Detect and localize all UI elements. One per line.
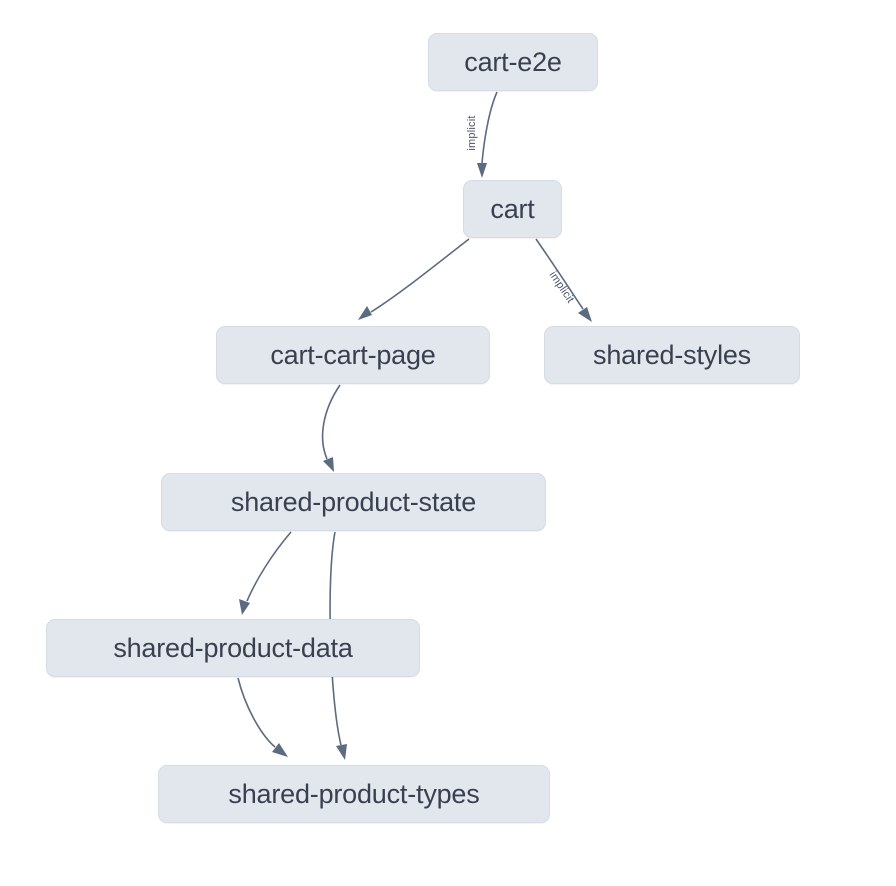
arrowhead-icon (358, 306, 372, 320)
node-cart-cart-page[interactable]: cart-cart-page (216, 326, 490, 384)
arrowhead-icon (336, 744, 347, 760)
edge-cart-cart-page-to-shared-product-state (321, 384, 341, 472)
edge-label-implicit-styles: implicit (547, 269, 577, 305)
node-label: cart-cart-page (270, 339, 436, 370)
arrowhead-icon (477, 163, 487, 178)
node-cart[interactable]: cart (463, 180, 562, 238)
edge-shared-product-data-to-shared-product-types (237, 677, 288, 757)
node-label: shared-product-types (228, 778, 480, 809)
edge-cart-to-cart-cart-page (358, 238, 470, 320)
arrowhead-icon (239, 599, 250, 615)
edge-path (237, 677, 276, 748)
arrowhead-icon (272, 743, 288, 757)
edge-path (481, 91, 498, 164)
edge-label-implicit-cart: implicit (466, 115, 478, 150)
arrowhead-icon (323, 457, 334, 472)
edge-cart-e2e-to-cart: implicit (466, 91, 498, 178)
edge-path (321, 384, 341, 460)
node-label: shared-styles (593, 339, 751, 370)
edge-path (535, 238, 584, 310)
edge-shared-product-state-to-shared-product-data (239, 531, 292, 615)
node-shared-product-types[interactable]: shared-product-types (158, 765, 550, 823)
node-label: shared-product-state (230, 486, 477, 517)
node-shared-product-data[interactable]: shared-product-data (46, 619, 420, 677)
node-label: shared-product-data (113, 632, 353, 663)
node-label: cart (490, 193, 535, 224)
arrowhead-icon (578, 307, 592, 322)
edge-cart-to-shared-styles: implicit (535, 238, 592, 322)
node-shared-styles[interactable]: shared-styles (544, 326, 800, 384)
edge-path (370, 238, 470, 313)
node-shared-product-state[interactable]: shared-product-state (161, 473, 546, 531)
edge-path (246, 531, 292, 602)
node-label: cart-e2e (464, 46, 562, 77)
node-cart-e2e[interactable]: cart-e2e (428, 33, 598, 91)
